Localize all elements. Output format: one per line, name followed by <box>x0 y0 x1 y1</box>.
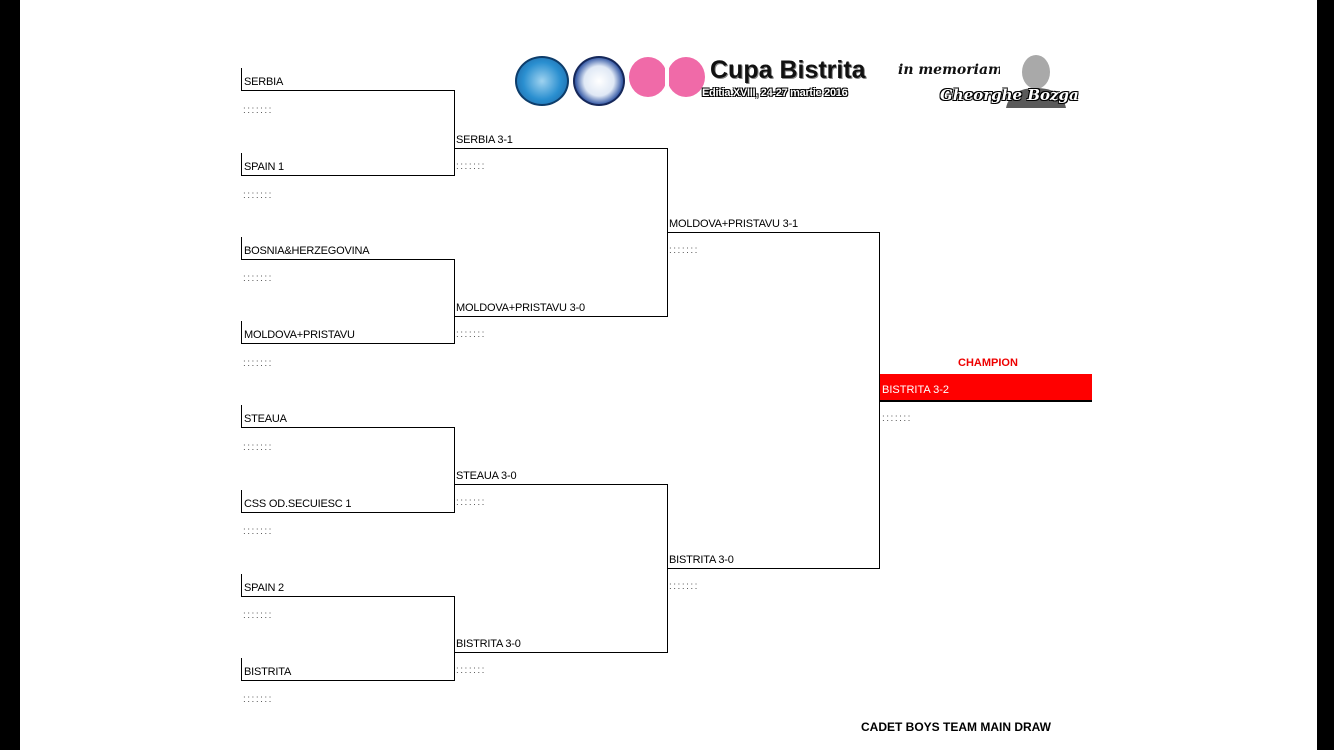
score-placeholder: ::::::: <box>456 161 486 172</box>
team-name: STEAUA <box>244 413 287 425</box>
r2-slot-4: BISTRITA 3-0 <box>454 630 668 653</box>
r1-slot-4: MOLDOVA+PRISTAVU <box>241 321 455 344</box>
connector-line <box>454 260 455 344</box>
semi-slot-1: MOLDOVA+PRISTAVU 3-1 <box>667 210 880 233</box>
champion-slot: BISTRITA 3-2 <box>880 374 1092 402</box>
r1-slot-6: CSS OD.SECUIESC 1 <box>241 490 455 513</box>
tournament-title: Cupa Bistrita <box>710 56 866 84</box>
r1-slot-5: STEAUA <box>241 405 455 428</box>
score-placeholder: ::::::: <box>243 694 273 705</box>
champion-result: BISTRITA 3-2 <box>882 384 950 396</box>
score-placeholder: ::::::: <box>456 329 486 340</box>
r1-slot-8: BISTRITA <box>241 658 455 681</box>
tournament-edition: Editia XVIII, 24-27 martie 2016 <box>702 87 848 99</box>
r2-slot-1: SERBIA 3-1 <box>454 126 668 149</box>
score-placeholder: ::::::: <box>243 105 273 116</box>
r1-slot-7: SPAIN 2 <box>241 574 455 597</box>
match-result: MOLDOVA+PRISTAVU 3-1 <box>669 218 798 230</box>
team-name: CSS OD.SECUIESC 1 <box>244 498 352 510</box>
team-name: MOLDOVA+PRISTAVU <box>244 329 355 341</box>
draw-sheet: Cupa Bistrita Editia XVIII, 24-27 martie… <box>20 0 1317 750</box>
semi-slot-2: BISTRITA 3-0 <box>667 546 880 569</box>
match-result: SERBIA 3-1 <box>456 134 513 146</box>
connector-line <box>454 428 455 513</box>
r1-slot-1: SERBIA <box>241 68 455 91</box>
score-placeholder: ::::::: <box>882 413 912 424</box>
score-placeholder: ::::::: <box>243 358 273 369</box>
r1-slot-2: SPAIN 1 <box>241 153 455 176</box>
team-name: SPAIN 2 <box>244 582 284 594</box>
club-logo-icon <box>573 56 625 106</box>
match-result: MOLDOVA+PRISTAVU 3-0 <box>456 302 585 314</box>
score-placeholder: ::::::: <box>243 442 273 453</box>
connector-line <box>454 91 455 176</box>
champion-label: CHAMPION <box>958 357 1018 369</box>
butterfly-logo-icon <box>629 57 705 97</box>
r1-slot-3: BOSNIA&HERZEGOVINA <box>241 237 455 260</box>
federation-logo-icon <box>515 56 569 106</box>
r2-slot-2: MOLDOVA+PRISTAVU 3-0 <box>454 294 668 317</box>
team-name: BOSNIA&HERZEGOVINA <box>244 245 370 257</box>
score-placeholder: ::::::: <box>243 526 273 537</box>
memoriam-person-name: Gheorghe Bozga <box>940 86 1079 104</box>
memoriam-text: in memoriam <box>898 62 1003 78</box>
connector-line <box>454 597 455 681</box>
draw-title: CADET BOYS TEAM MAIN DRAW <box>861 720 1051 734</box>
score-placeholder: ::::::: <box>243 190 273 201</box>
score-placeholder: ::::::: <box>243 610 273 621</box>
score-placeholder: ::::::: <box>456 665 486 676</box>
team-name: BISTRITA <box>244 666 292 678</box>
team-name: SPAIN 1 <box>244 161 284 173</box>
match-result: BISTRITA 3-0 <box>456 638 521 650</box>
match-result: STEAUA 3-0 <box>456 470 517 482</box>
score-placeholder: ::::::: <box>243 273 273 284</box>
connector-line <box>879 232 880 569</box>
team-name: SERBIA <box>244 76 284 88</box>
score-placeholder: ::::::: <box>456 497 486 508</box>
score-placeholder: ::::::: <box>669 245 699 256</box>
score-placeholder: ::::::: <box>669 581 699 592</box>
match-result: BISTRITA 3-0 <box>669 554 734 566</box>
portrait-photo-icon <box>1000 50 1072 108</box>
r2-slot-3: STEAUA 3-0 <box>454 462 668 485</box>
